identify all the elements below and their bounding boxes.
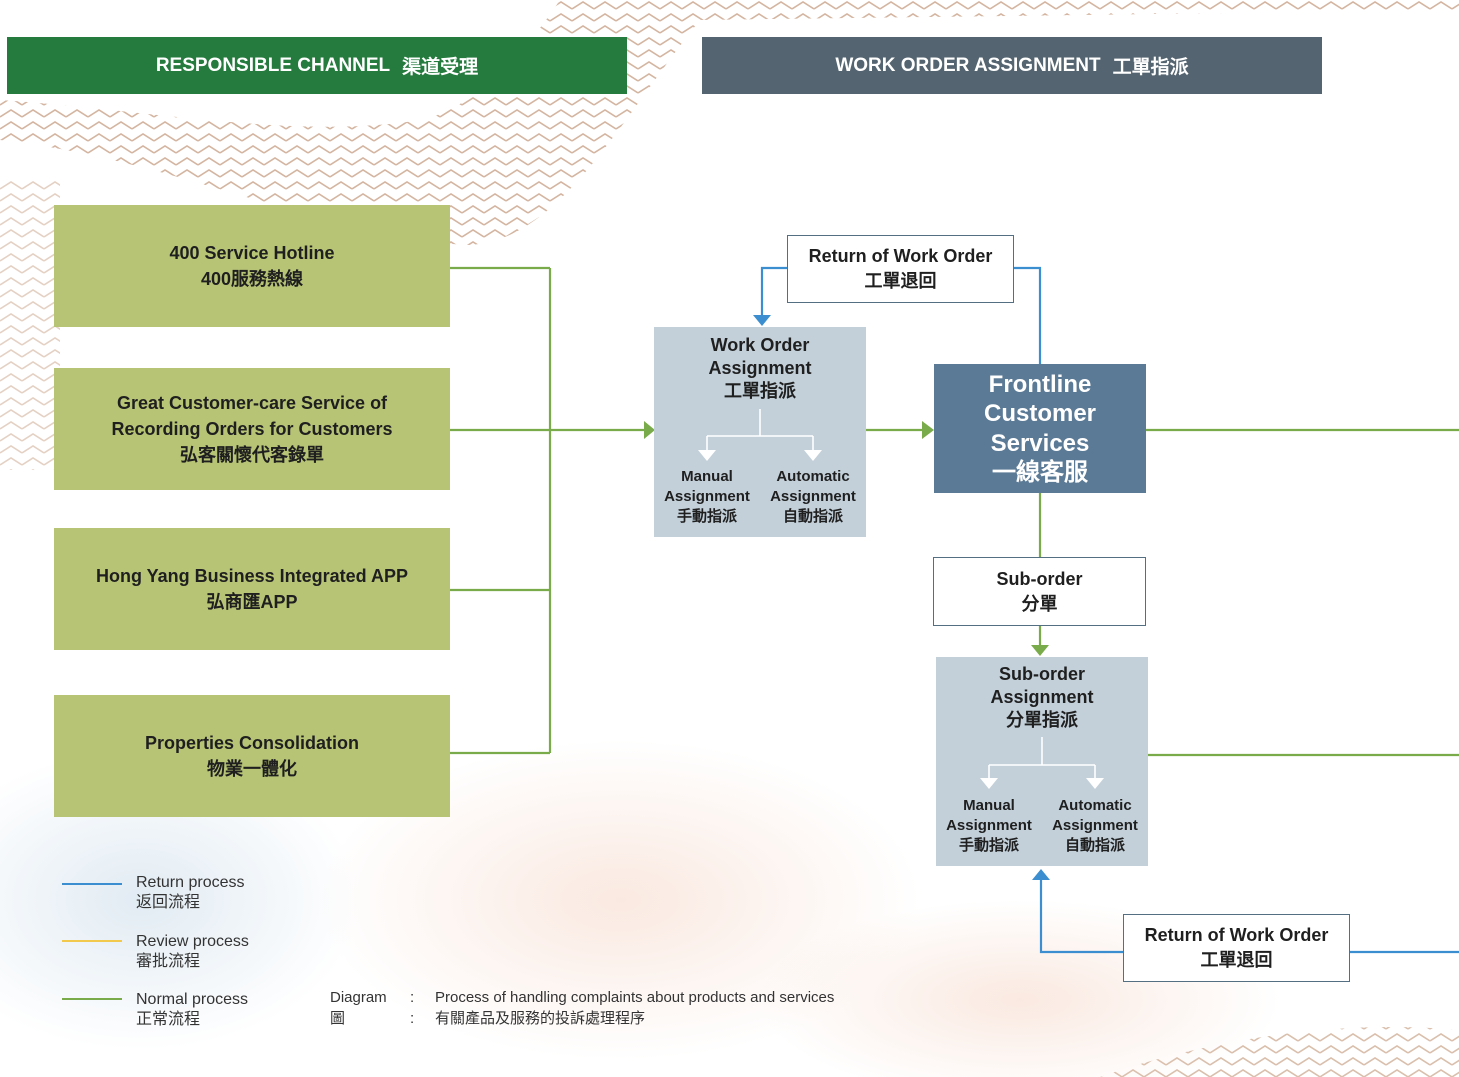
return-label-zh: 工單退回	[1200, 950, 1273, 970]
legend-normal-en: Normal process	[136, 991, 249, 1008]
automatic-label-en: Automatic	[776, 468, 850, 485]
legend-return-line	[62, 883, 122, 885]
legend-return-en: Return process	[136, 874, 245, 891]
panel-title-zh: 分單指派	[1006, 710, 1078, 730]
legend-normal-label: Normal process 正常流程	[136, 990, 248, 1030]
panel-title-en-2: Assignment	[990, 687, 1094, 707]
channel-400-service-hotline: 400 Service Hotline 400服務熱線	[54, 205, 450, 327]
automatic-label-en: Automatic	[1058, 797, 1132, 814]
manual-label-zh: 手動指派	[676, 508, 737, 525]
manual-label-en-2: Assignment	[946, 817, 1032, 834]
manual-label-en: Manual	[963, 797, 1015, 814]
legend-return-label: Return process 返回流程	[136, 873, 245, 913]
legend-review-label: Review process 審批流程	[136, 932, 249, 972]
manual-assignment: Manual Assignment 手動指派	[939, 796, 1039, 856]
channel-label-zh: 物業一體化	[207, 759, 297, 779]
sub-order-box: Sub-order 分單	[933, 557, 1146, 626]
return-of-work-order-bottom: Return of Work Order 工單退回	[1123, 914, 1350, 982]
caption-sep-zh: :	[410, 1010, 415, 1027]
panel-title-zh: 工單指派	[724, 381, 796, 401]
manual-assignment: Manual Assignment 手動指派	[657, 467, 757, 527]
legend-review-line	[62, 940, 122, 942]
automatic-assignment: Automatic Assignment 自動指派	[763, 467, 863, 527]
channel-label-en-2: Recording Orders for Customers	[111, 419, 393, 439]
work-order-assignment-header-zh: 工單指派	[1112, 57, 1189, 78]
work-order-assignment-header-en: WORK ORDER ASSIGNMENT	[835, 54, 1101, 76]
sub-order-assignment-panel: Sub-order Assignment 分單指派 Manual Assignm…	[936, 657, 1148, 866]
responsible-channel-header-zh: 渠道受理	[402, 57, 479, 78]
panel-title-en-2: Assignment	[708, 358, 812, 378]
return-label-en: Return of Work Order	[1144, 925, 1329, 945]
responsible-channel-header-en: RESPONSIBLE CHANNEL	[155, 54, 391, 76]
return-of-work-order-top: Return of Work Order 工單退回	[787, 235, 1014, 303]
responsible-channel-header: RESPONSIBLE CHANNEL 渠道受理	[7, 37, 627, 94]
manual-label-en: Manual	[681, 468, 733, 485]
return-label-en: Return of Work Order	[808, 246, 993, 266]
channel-label-en: 400 Service Hotline	[169, 243, 335, 263]
frontline-label-3: Services	[990, 429, 1090, 457]
legend-review-zh: 審批流程	[136, 953, 201, 970]
automatic-assignment: Automatic Assignment 自動指派	[1045, 796, 1145, 856]
manual-label-zh: 手動指派	[958, 837, 1019, 854]
manual-label-en-2: Assignment	[664, 488, 750, 505]
channel-label-zh: 400服務熱線	[200, 269, 304, 289]
sub-order-label-en: Sub-order	[996, 568, 1083, 589]
caption-sep-en: :	[410, 989, 415, 1006]
frontline-label-2: Customer	[983, 400, 1097, 427]
automatic-label-zh: 自動指派	[1064, 837, 1125, 854]
legend-return-zh: 返回流程	[136, 894, 201, 911]
channel-label-en: Great Customer-care Service of	[116, 393, 388, 413]
channel-label-en: Properties Consolidation	[144, 733, 360, 753]
return-label-zh: 工單退回	[864, 271, 937, 291]
caption-text-zh: 有關產品及服務的投訴處理程序	[435, 1010, 646, 1027]
channel-properties-consolidation: Properties Consolidation 物業一體化	[54, 695, 450, 817]
branch-connector	[698, 409, 822, 461]
legend-normal-line	[62, 998, 122, 1000]
automatic-label-zh: 自動指派	[782, 508, 843, 525]
caption-label-en: Diagram	[330, 989, 387, 1006]
channel-customer-care-recording: Great Customer-care Service of Recording…	[54, 368, 450, 490]
frontline-customer-services: Frontline Customer Services 一線客服	[934, 364, 1146, 493]
channel-label-zh: 弘客關懷代客錄單	[180, 445, 324, 465]
caption-text-en: Process of handling complaints about pro…	[435, 989, 835, 1006]
caption-label-zh: 圖	[330, 1010, 346, 1027]
work-order-assignment-header: WORK ORDER ASSIGNMENT 工單指派	[702, 37, 1322, 94]
panel-title-en-1: Work Order	[710, 335, 810, 355]
frontline-label-1: Frontline	[988, 370, 1092, 398]
work-order-assignment-panel: Work Order Assignment 工單指派 Manual Assign…	[654, 327, 866, 537]
panel-title-en-1: Sub-order	[998, 664, 1085, 684]
legend-review-en: Review process	[136, 933, 249, 950]
automatic-label-en-2: Assignment	[770, 488, 856, 505]
branch-connector	[980, 737, 1104, 789]
channel-hong-yang-app: Hong Yang Business Integrated APP 弘商匯APP	[54, 528, 450, 650]
channel-label-zh: 弘商匯APP	[206, 592, 298, 612]
frontline-label-zh: 一線客服	[992, 459, 1088, 486]
automatic-label-en-2: Assignment	[1052, 817, 1138, 834]
sub-order-label-zh: 分單	[1021, 593, 1058, 614]
legend-normal-zh: 正常流程	[136, 1011, 201, 1028]
channel-label-en: Hong Yang Business Integrated APP	[95, 566, 409, 586]
